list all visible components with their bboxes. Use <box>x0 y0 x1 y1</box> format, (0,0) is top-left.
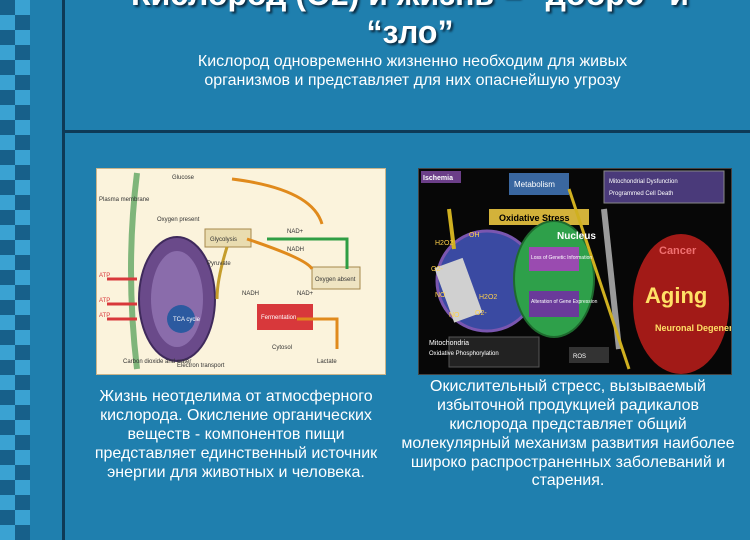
diagram-label: Metabolism <box>514 180 555 189</box>
diagram-label: Loss of Genetic Information <box>531 255 592 261</box>
diagram-chemical: H2O2 <box>435 240 453 247</box>
diagram-label: Alteration of Gene Expression <box>531 299 598 305</box>
diagram-label: ATP <box>99 313 110 319</box>
diagram-label: Cancer <box>659 245 697 257</box>
diagram-label: NAD+ <box>297 291 314 297</box>
diagram-label: ATP <box>99 273 110 279</box>
oxidative-stress-svg: Ischemia Metabolism Mitochondrial Dysfun… <box>421 170 750 374</box>
diagram-label: Mitochondrial Dysfunction <box>609 179 678 185</box>
diagram-label: Fermentation <box>261 315 296 321</box>
diagram-label: Lactate <box>317 359 337 365</box>
diagram-label: Pyruvate <box>207 261 231 267</box>
diagram-label: Oxygen absent <box>315 277 356 283</box>
diagram-label: Oxidative Stress <box>499 213 570 223</box>
diagram-label: Ischemia <box>423 175 453 182</box>
diagram-label: TCA cycle <box>173 317 201 323</box>
diagram-label: Programmed Cell Death <box>609 191 673 197</box>
diagram-chemical: NO <box>449 312 460 319</box>
caption-left: Жизнь неотделима от атмосферного кислоро… <box>94 388 378 481</box>
diagram-label: Nucleus <box>557 231 596 242</box>
diagram-label: Electron transport <box>177 363 225 369</box>
diagram-label: ROS <box>573 354 586 360</box>
diagram-label: Cytosol <box>272 345 292 351</box>
diagram-chemical: O2- <box>475 310 487 317</box>
diagram-label: NADH <box>287 247 304 253</box>
diagram-chemical: OH <box>469 232 480 239</box>
diagram-chemical: NO <box>435 292 446 299</box>
caption-right: Окислительный стресс, вызываемый избыточ… <box>401 378 735 490</box>
diagram-label: Glycolysis <box>210 237 237 243</box>
diagram-label: Plasma membrane <box>99 197 150 203</box>
slide-title: Кислород (О2) и жизнь – “добро” и “зло” <box>131 0 689 50</box>
diagram-label: NADH <box>242 291 259 297</box>
diagram-chemical: H2O2 <box>479 294 497 301</box>
diagram-chemical: O2- <box>431 266 443 273</box>
diagram-label: Carbon dioxide and water <box>123 359 191 365</box>
vertical-divider-line <box>62 0 65 540</box>
horizontal-divider-line <box>62 130 750 133</box>
oxidative-stress-diagram: Ischemia Metabolism Mitochondrial Dysfun… <box>418 168 750 375</box>
cellular-respiration-diagram: Glucose Plasma membrane Oxygen present G… <box>96 168 386 375</box>
cellular-respiration-svg: Glucose Plasma membrane Oxygen present G… <box>99 172 361 370</box>
diagram-label: Oxygen present <box>157 217 200 223</box>
checker-border-decoration <box>0 0 30 540</box>
diagram-label: Mitochondria <box>429 340 469 347</box>
diagram-label: Oxidative Phosphorylation <box>429 351 499 357</box>
diagram-label: ATP <box>99 298 110 304</box>
diagram-label: Glucose <box>172 175 195 181</box>
diagram-label: Aging <box>645 283 707 308</box>
diagram-label: NAD+ <box>287 229 304 235</box>
diagram-label: Neuronal Degeneration <box>655 323 731 333</box>
slide-subtitle: Кислород одновременно жизненно необходим… <box>197 53 628 89</box>
